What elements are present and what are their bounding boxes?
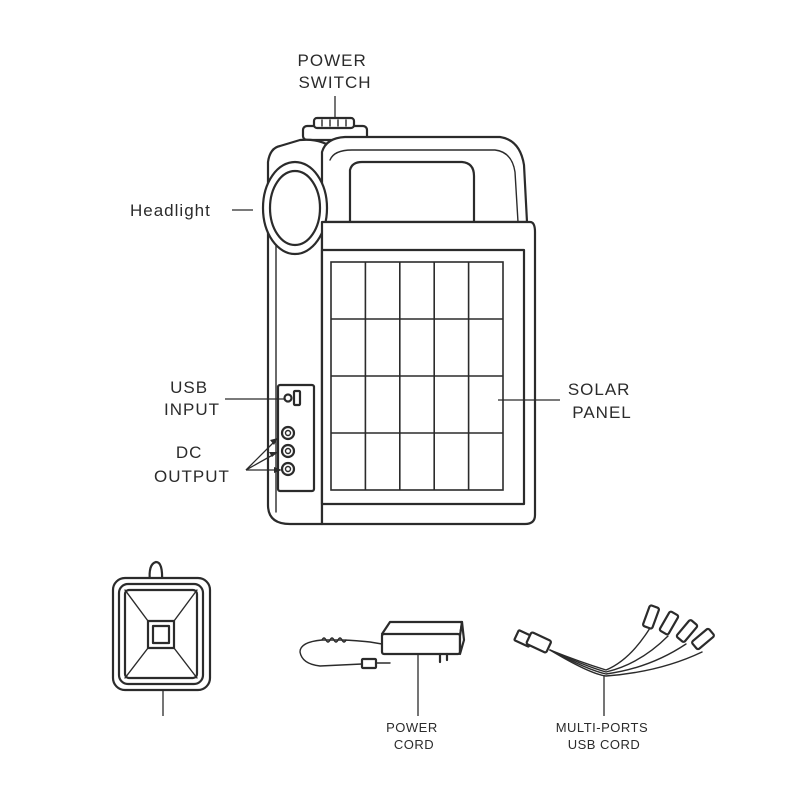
dc-output-label: DC OUTPUT xyxy=(154,443,230,486)
usb-cord-label: MULTI-PORTS USB CORD xyxy=(556,720,653,752)
dc-output-leaders xyxy=(245,437,282,473)
headlight-lamp xyxy=(261,160,329,256)
solar-lantern-unit xyxy=(261,116,537,526)
power-switch-knob xyxy=(301,116,369,142)
solar-panel-grid xyxy=(331,262,503,490)
solar-panel-label: SOLAR PANEL xyxy=(568,380,636,422)
power-switch-label: POWER SWITCH xyxy=(298,51,373,92)
headlight-label: Headlight xyxy=(130,201,211,220)
solar-panel xyxy=(320,248,526,506)
dc-output-port-pin xyxy=(284,447,292,455)
dc-output-port-pin xyxy=(284,465,292,473)
usb-input-port xyxy=(283,393,293,403)
dc-output-port xyxy=(280,425,296,441)
dc-output-ports xyxy=(280,425,296,477)
hanging-led-lamp xyxy=(111,560,212,716)
dc-output-port-pin xyxy=(284,429,292,437)
leader-lines xyxy=(225,96,560,473)
dc-output-port xyxy=(280,461,296,477)
power-cord-adapter xyxy=(299,620,466,716)
usb-input-label: USB INPUT xyxy=(164,378,220,419)
multi-port-usb-cord xyxy=(513,604,715,716)
power-cord-label: POWER CORD xyxy=(386,720,442,752)
port-panel xyxy=(276,383,316,493)
handle-grip xyxy=(348,160,476,224)
dc-output-port xyxy=(280,443,296,459)
